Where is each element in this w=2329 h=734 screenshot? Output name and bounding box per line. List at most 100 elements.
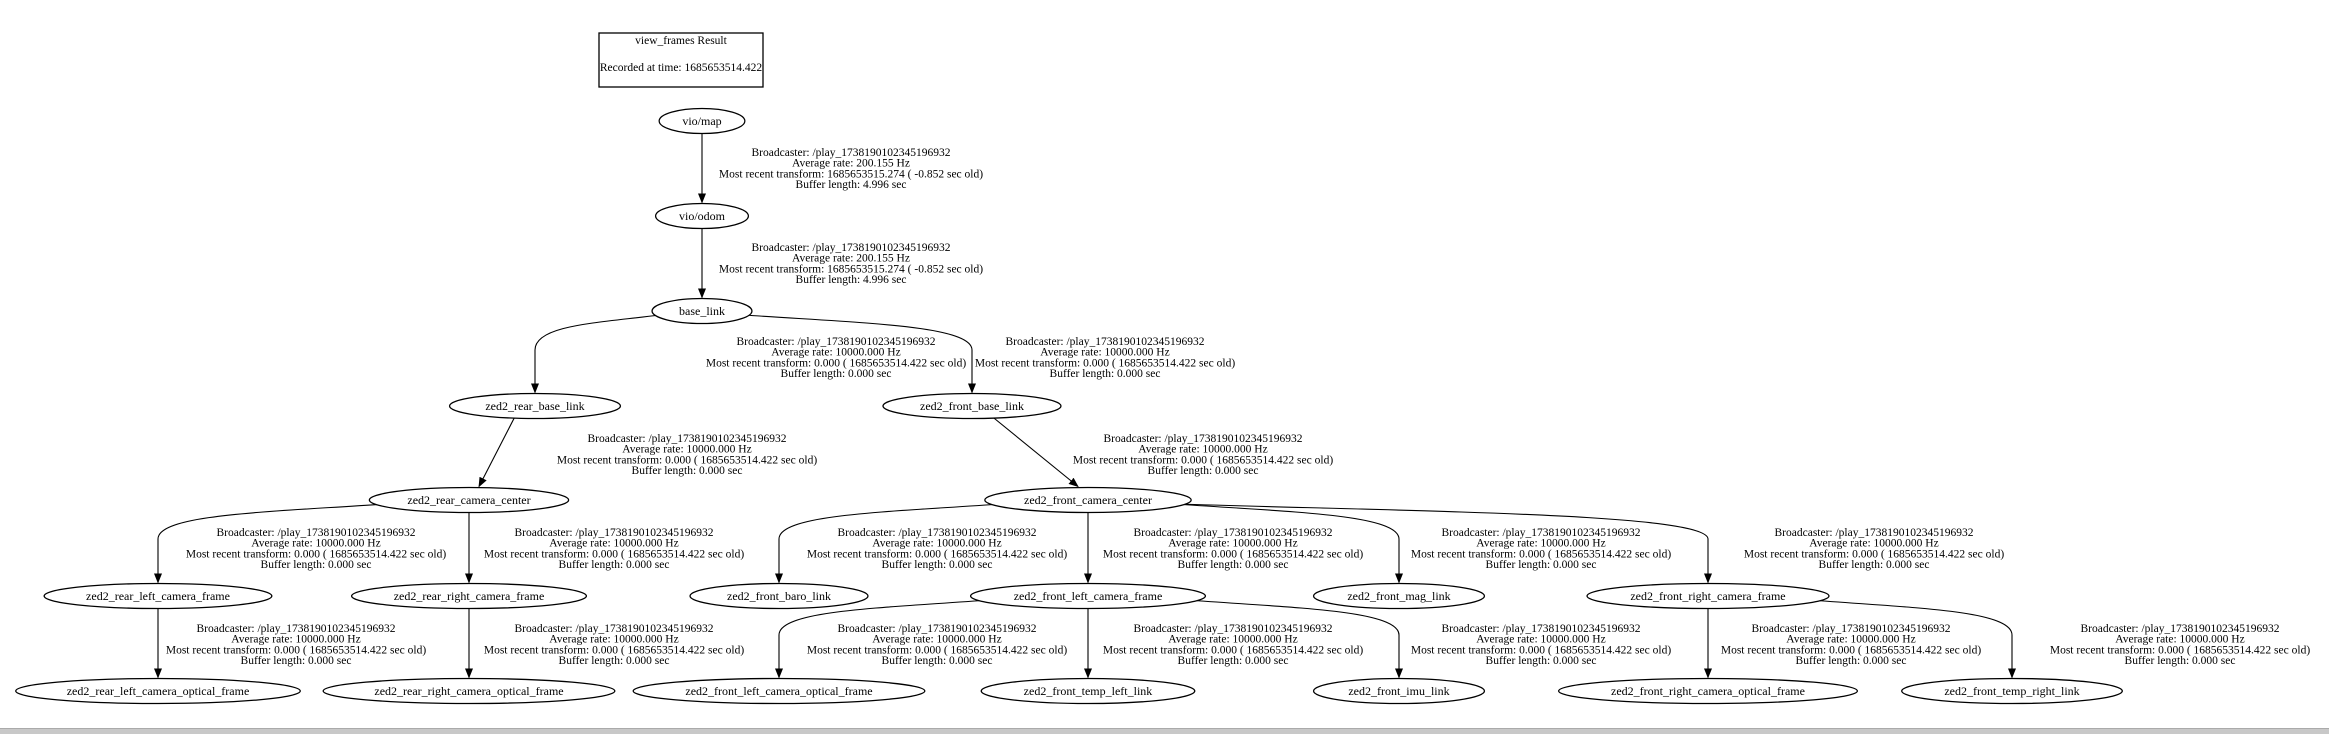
edge-label: Broadcaster: /play_1738190102345196932Av… (1744, 527, 2004, 571)
frame-node: zed2_rear_left_camera_frame (43, 582, 273, 610)
edge-broadcaster: Broadcaster: /play_1738190102345196932 (752, 147, 951, 159)
frame-node-label: zed2_front_camera_center (1024, 493, 1152, 507)
edge-recent-transform: Most recent transform: 0.000 ( 168565351… (484, 644, 744, 656)
edge-label: Broadcaster: /play_1738190102345196932Av… (1721, 623, 1981, 667)
edge-average-rate: Average rate: 10000.000 Hz (1168, 538, 1297, 550)
edge-average-rate: Average rate: 10000.000 Hz (1786, 634, 1915, 646)
frame-node-ellipse (1312, 582, 1486, 610)
frame-node-label: zed2_rear_right_camera_optical_frame (374, 684, 563, 698)
frame-node: zed2_front_imu_link (1312, 677, 1486, 705)
edge-broadcaster: Broadcaster: /play_1738190102345196932 (1134, 623, 1333, 635)
frame-node-ellipse (980, 677, 1196, 705)
transform-edge (744, 314, 976, 394)
frame-node: zed2_rear_right_camera_frame (350, 582, 588, 610)
edge-label: Broadcaster: /play_1738190102345196932Av… (1103, 527, 1363, 571)
title-text: view_frames Result (635, 35, 727, 47)
frame-node-label: zed2_rear_right_camera_frame (394, 589, 545, 603)
edge-label: Broadcaster: /play_1738190102345196932Av… (807, 527, 1067, 571)
edge-average-rate: Average rate: 10000.000 Hz (2115, 634, 2244, 646)
edge-label: Broadcaster: /play_1738190102345196932Av… (719, 147, 983, 191)
edge-average-rate: Average rate: 10000.000 Hz (872, 538, 1001, 550)
edge-average-rate: Average rate: 10000.000 Hz (622, 444, 751, 456)
edge-broadcaster: Broadcaster: /play_1738190102345196932 (197, 623, 396, 635)
edge-broadcaster: Broadcaster: /play_1738190102345196932 (838, 623, 1037, 635)
frame-node-label: zed2_rear_base_link (485, 399, 584, 413)
frame-node: zed2_front_baro_link (689, 582, 869, 610)
frame-node: zed2_rear_right_camera_optical_frame (322, 677, 616, 705)
edge-buffer-length: Buffer length: 0.000 sec (882, 559, 993, 571)
frame-node-label: vio/map (682, 114, 721, 128)
edge-label: Broadcaster: /play_1738190102345196932Av… (2050, 623, 2310, 667)
edge-average-rate: Average rate: 10000.000 Hz (1809, 538, 1938, 550)
edge-recent-transform: Most recent transform: 0.000 ( 168565351… (807, 644, 1067, 656)
edge-average-rate: Average rate: 10000.000 Hz (251, 538, 380, 550)
edge-recent-transform: Most recent transform: 0.000 ( 168565351… (807, 548, 1067, 560)
frame-node: zed2_front_mag_link (1312, 582, 1486, 610)
frame-node: zed2_rear_left_camera_optical_frame (15, 677, 301, 705)
edge-buffer-length: Buffer length: 0.000 sec (781, 368, 892, 380)
frame-node-label: zed2_front_imu_link (1348, 684, 1449, 698)
frame-node-ellipse (651, 297, 753, 325)
edge-recent-transform: Most recent transform: 0.000 ( 168565351… (1103, 548, 1363, 560)
frame-node-label: zed2_front_temp_right_link (1944, 684, 2079, 698)
edge-average-rate: Average rate: 10000.000 Hz (1168, 634, 1297, 646)
edge-average-rate: Average rate: 10000.000 Hz (549, 538, 678, 550)
bottom-scrollbar[interactable] (0, 728, 2329, 734)
edge-recent-transform: Most recent transform: 0.000 ( 168565351… (1721, 644, 1981, 656)
frame-node-ellipse (969, 582, 1207, 610)
recorded-time-text: Recorded at time: 1685653514.422 (600, 62, 762, 74)
edge-buffer-length: Buffer length: 0.000 sec (1486, 559, 1597, 571)
edge-label: Broadcaster: /play_1738190102345196932Av… (186, 527, 446, 571)
frame-node-ellipse (368, 486, 570, 514)
edge-broadcaster: Broadcaster: /play_1738190102345196932 (838, 527, 1037, 539)
edge-label: Broadcaster: /play_1738190102345196932Av… (975, 336, 1235, 380)
edge-average-rate: Average rate: 200.155 Hz (792, 158, 910, 170)
edge-buffer-length: Buffer length: 0.000 sec (1486, 655, 1597, 667)
edge-label: Broadcaster: /play_1738190102345196932Av… (706, 336, 966, 380)
frame-node: zed2_front_left_camera_optical_frame (632, 677, 926, 705)
frame-node: zed2_front_camera_center (984, 486, 1192, 514)
edge-buffer-length: Buffer length: 0.000 sec (1178, 655, 1289, 667)
transform-edge (1175, 503, 1403, 584)
frame-node-ellipse (654, 202, 750, 230)
title-box-border (598, 32, 764, 88)
frame-node-label: zed2_rear_left_camera_optical_frame (67, 684, 250, 698)
frame-node: zed2_front_temp_left_link (980, 677, 1196, 705)
edge-recent-transform: Most recent transform: 0.000 ( 168565351… (166, 644, 426, 656)
edge-label: Broadcaster: /play_1738190102345196932Av… (484, 527, 744, 571)
edge-buffer-length: Buffer length: 0.000 sec (559, 559, 670, 571)
edge-average-rate: Average rate: 10000.000 Hz (771, 347, 900, 359)
transform-edge (991, 416, 1079, 488)
edge-recent-transform: Most recent transform: 1685653515.274 ( … (719, 263, 983, 275)
edge-label: Broadcaster: /play_1738190102345196932Av… (807, 623, 1067, 667)
frame-node-ellipse (984, 486, 1192, 514)
edge-broadcaster: Broadcaster: /play_1738190102345196932 (1134, 527, 1333, 539)
transform-edge (1175, 503, 1712, 584)
title-box: view_frames Result Recorded at time: 168… (598, 32, 764, 88)
edge-recent-transform: Most recent transform: 0.000 ( 168565351… (1073, 454, 1333, 466)
frame-node-ellipse (689, 582, 869, 610)
frame-node-label: vio/odom (679, 209, 726, 223)
edge-recent-transform: Most recent transform: 0.000 ( 168565351… (557, 454, 817, 466)
edge-recent-transform: Most recent transform: 0.000 ( 168565351… (706, 357, 966, 369)
frame-node-ellipse (882, 392, 1062, 420)
frame-node-label: zed2_front_temp_left_link (1024, 684, 1153, 698)
edge-recent-transform: Most recent transform: 0.000 ( 168565351… (1103, 644, 1363, 656)
transform-edge (775, 503, 1001, 584)
frame-node: zed2_rear_base_link (448, 392, 622, 420)
edge-broadcaster: Broadcaster: /play_1738190102345196932 (217, 527, 416, 539)
edge-average-rate: Average rate: 10000.000 Hz (872, 634, 1001, 646)
frame-node-ellipse (350, 582, 588, 610)
frame-node: zed2_front_left_camera_frame (969, 582, 1207, 610)
frame-node-label: zed2_rear_left_camera_frame (86, 589, 230, 603)
edge-average-rate: Average rate: 10000.000 Hz (1040, 347, 1169, 359)
edge-recent-transform: Most recent transform: 0.000 ( 168565351… (975, 357, 1235, 369)
edge-label: Broadcaster: /play_1738190102345196932Av… (1411, 623, 1671, 667)
frame-node: zed2_front_right_camera_frame (1586, 582, 1830, 610)
edge-label: Broadcaster: /play_1738190102345196932Av… (1103, 623, 1363, 667)
edge-average-rate: Average rate: 10000.000 Hz (231, 634, 360, 646)
transform-edge (154, 503, 385, 584)
edge-recent-transform: Most recent transform: 0.000 ( 168565351… (1744, 548, 2004, 560)
edge-recent-transform: Most recent transform: 0.000 ( 168565351… (186, 548, 446, 560)
edge-broadcaster: Broadcaster: /play_1738190102345196932 (1752, 623, 1951, 635)
